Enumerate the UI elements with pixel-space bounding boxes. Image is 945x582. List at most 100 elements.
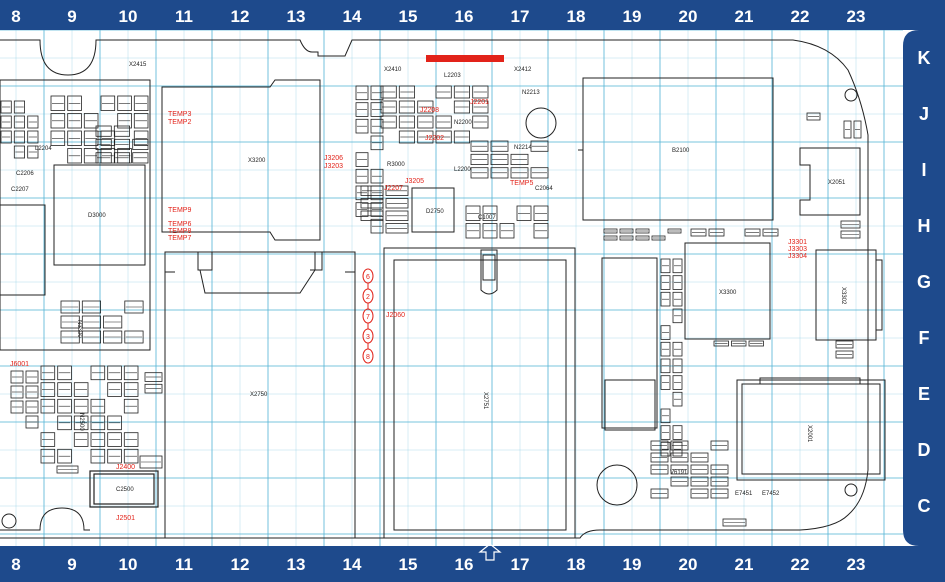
smd-pad (73, 432, 89, 447)
column-label: 17 (511, 7, 530, 26)
smd-pad (13, 130, 26, 144)
label-x2412: X2412 (514, 67, 532, 73)
column-label: 12 (231, 7, 250, 26)
smd-pad (100, 95, 116, 111)
smd-pad (83, 148, 99, 164)
connector-x3302 (815, 249, 883, 341)
smd-pad (40, 398, 56, 414)
connector-x2001 (736, 377, 886, 481)
smd-pad (107, 382, 122, 397)
smd-pad (50, 130, 66, 146)
column-label: 20 (679, 555, 698, 574)
smd-pad (806, 112, 821, 121)
smd-pad (81, 315, 102, 329)
smd-pad (650, 440, 669, 451)
column-label: 10 (119, 7, 138, 26)
smd-pad (123, 448, 139, 464)
smd-pad (660, 375, 671, 390)
testpoint-temp8: TEMP8 (168, 228, 191, 235)
frame-top (0, 0, 945, 30)
smd-pad (355, 85, 369, 101)
column-label: 22 (791, 555, 810, 574)
column-label: 18 (567, 555, 586, 574)
smd-pad (398, 130, 415, 144)
chip-d2750 (411, 187, 455, 233)
smd-pad (619, 235, 634, 241)
smd-pad (603, 235, 618, 241)
antenna-b2100 (578, 77, 774, 221)
testpoint-temp7: TEMP7 (168, 235, 191, 242)
smd-pad (40, 382, 56, 397)
smd-pad (360, 185, 384, 196)
capacitor-c2500 (89, 470, 159, 508)
label-n2500: N2500 (78, 413, 84, 431)
smd-pad (57, 382, 72, 397)
smd-pad (95, 152, 112, 164)
smd-pad (67, 130, 82, 146)
testpoint-temp6: TEMP6 (168, 221, 191, 228)
smd-pad (132, 138, 149, 151)
testpoint-j6001: J6001 (10, 361, 29, 368)
column-label: 16 (455, 7, 474, 26)
smd-pad (744, 228, 761, 237)
smd-pad (670, 452, 689, 463)
smd-pad (380, 115, 397, 129)
smd-pad (670, 476, 689, 487)
smd-pad (453, 85, 470, 99)
column-label: 10 (119, 555, 138, 574)
smd-pad (435, 115, 452, 129)
smd-pad (660, 425, 671, 440)
row-label: H (918, 216, 931, 236)
smd-pad (840, 230, 861, 239)
sim-slot (164, 251, 356, 539)
smd-pad (603, 228, 618, 234)
label-n2213: N2213 (522, 90, 540, 96)
smd-pad (57, 398, 72, 414)
smd-pad (670, 440, 689, 451)
smd-pad (90, 448, 106, 464)
smd-pad (835, 350, 854, 359)
sim-contact-number: 3 (366, 334, 370, 341)
smd-pad (840, 220, 861, 229)
smd-pads (0, 85, 862, 527)
connector-x2051 (799, 147, 861, 216)
smd-pad (10, 385, 24, 399)
smd-pad (27, 130, 39, 144)
testpoint-temp9: TEMP9 (168, 207, 191, 214)
smd-pad (95, 125, 112, 137)
label-b2100: B2100 (672, 148, 690, 154)
smd-pad (370, 135, 384, 151)
smd-pad (40, 432, 56, 447)
smd-pad (60, 330, 80, 344)
smd-pad (762, 228, 779, 237)
smd-pad (660, 275, 671, 290)
testpoint-j2208: J2208 (420, 107, 439, 114)
smd-pad (13, 100, 26, 114)
smd-pad (417, 115, 434, 129)
column-label: 17 (511, 555, 530, 574)
smd-pad (57, 365, 72, 381)
smd-pad (470, 153, 489, 166)
smd-pad (67, 95, 82, 111)
smd-pad (25, 400, 39, 414)
label-r3000: R3000 (387, 162, 405, 168)
label-d3000: D3000 (88, 213, 106, 219)
smd-pad (465, 205, 481, 221)
column-label: 18 (567, 7, 586, 26)
smd-pad (470, 140, 489, 152)
testpoint-j2060: J2060 (386, 312, 405, 319)
smd-pad (690, 488, 709, 499)
smd-pad (113, 125, 131, 137)
smd-pad (690, 464, 709, 475)
connector-x3300 (601, 242, 771, 431)
smd-pad (482, 223, 498, 239)
smd-pad (13, 115, 26, 129)
label-x3302: X3302 (840, 287, 846, 305)
column-label: 11 (175, 7, 193, 26)
label-n2200: N2200 (454, 120, 472, 126)
smd-pad (385, 185, 409, 196)
smd-pad (510, 167, 529, 179)
